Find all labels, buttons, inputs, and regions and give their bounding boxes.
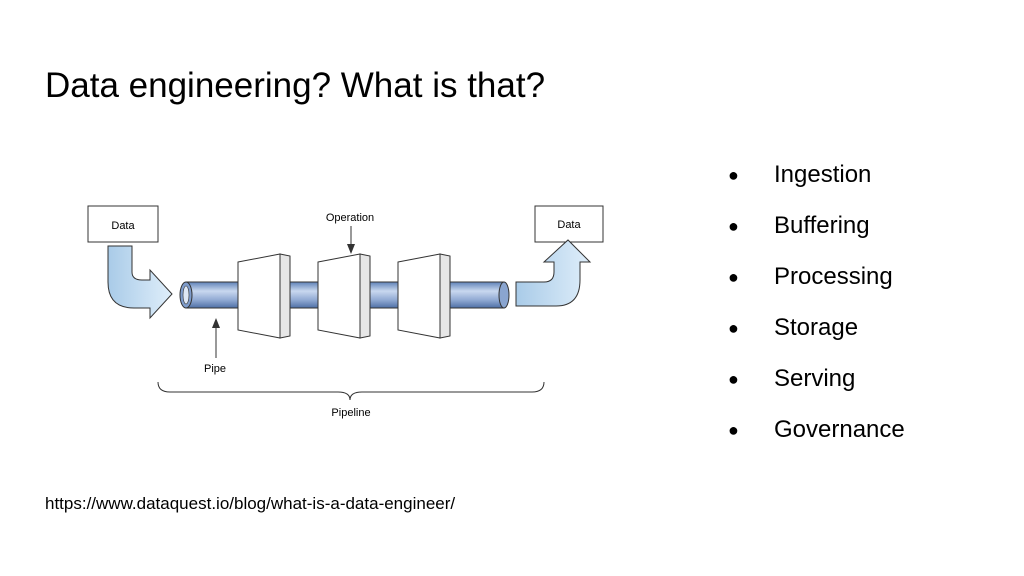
bullet-item: ● Processing	[728, 256, 905, 307]
pipe-pointer-arrow	[212, 318, 220, 358]
bullet-item: ● Storage	[728, 307, 905, 358]
bullet-item: ● Governance	[728, 409, 905, 460]
operation-block	[237, 253, 291, 339]
bullet-list: ● Ingestion ● Buffering ● Processing ● Stora…	[728, 154, 905, 460]
output-data-box: Data	[534, 205, 604, 243]
operation-block	[397, 253, 451, 339]
bullet-dot-icon: ●	[728, 318, 739, 338]
slide-title: Data engineering? What is that?	[45, 66, 546, 105]
output-data-label: Data	[557, 219, 581, 231]
operation-block	[317, 253, 371, 339]
input-data-box: Data	[87, 205, 159, 243]
bullet-dot-icon: ●	[728, 420, 739, 440]
pipe-segment	[445, 281, 510, 309]
bullet-dot-icon: ●	[728, 369, 739, 389]
bullet-label: Governance	[774, 416, 905, 443]
pipeline-brace	[157, 381, 545, 401]
source-link[interactable]: https://www.dataquest.io/blog/what-is-a-…	[45, 494, 456, 513]
input-flow-arrow	[107, 245, 173, 320]
bullet-label: Serving	[774, 365, 856, 392]
bullet-label: Storage	[774, 314, 859, 341]
output-flow-arrow	[515, 239, 592, 307]
operation-label: Operation	[326, 212, 374, 224]
bullet-dot-icon: ●	[728, 216, 739, 236]
bullet-label: Ingestion	[774, 161, 872, 188]
bullet-dot-icon: ●	[728, 165, 739, 185]
bullet-dot-icon: ●	[728, 267, 739, 287]
pipe-label: Pipe	[204, 363, 226, 375]
bullet-item: ● Buffering	[728, 205, 905, 256]
pipeline-label: Pipeline	[331, 407, 370, 419]
bullet-label: Buffering	[774, 212, 870, 239]
bullet-item: ● Serving	[728, 358, 905, 409]
bullet-item: ● Ingestion	[728, 154, 905, 205]
bullet-label: Processing	[774, 263, 893, 290]
input-data-label: Data	[111, 220, 135, 232]
operation-pointer-arrow	[347, 226, 355, 254]
